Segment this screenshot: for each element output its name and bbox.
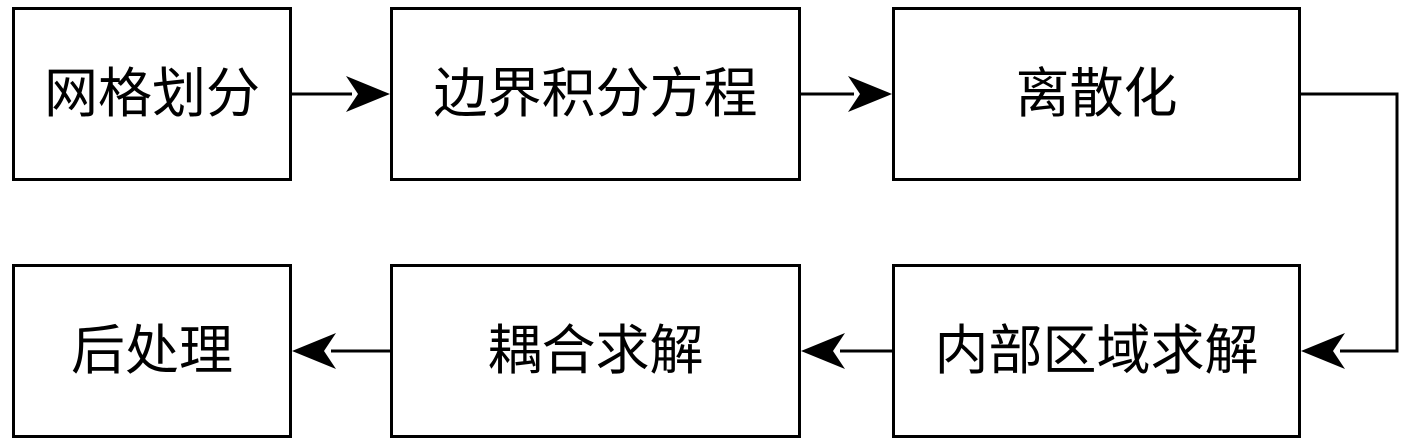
arrow-interior-to-coupled — [801, 333, 892, 369]
node-boundary-integral-equation: 边界积分方程 — [390, 7, 801, 181]
arrow-mesh-to-boundary — [292, 76, 390, 112]
node-interior-domain-solve: 内部区域求解 — [892, 264, 1301, 438]
node-label: 后处理 — [71, 319, 233, 382]
node-discretization: 离散化 — [892, 7, 1301, 181]
node-post-processing: 后处理 — [12, 264, 292, 438]
node-label: 内部区域求解 — [934, 319, 1259, 382]
node-mesh-generation: 网格划分 — [12, 7, 292, 181]
arrow-boundary-to-discretization — [801, 76, 892, 112]
arrow-discretization-to-interior — [1301, 92, 1399, 369]
arrow-coupled-to-postprocessing — [292, 333, 390, 369]
node-label: 边界积分方程 — [433, 62, 758, 125]
node-label: 耦合求解 — [487, 319, 704, 382]
node-label: 网格划分 — [44, 62, 260, 125]
node-label: 离散化 — [1015, 62, 1178, 125]
node-coupled-solve: 耦合求解 — [390, 264, 801, 438]
